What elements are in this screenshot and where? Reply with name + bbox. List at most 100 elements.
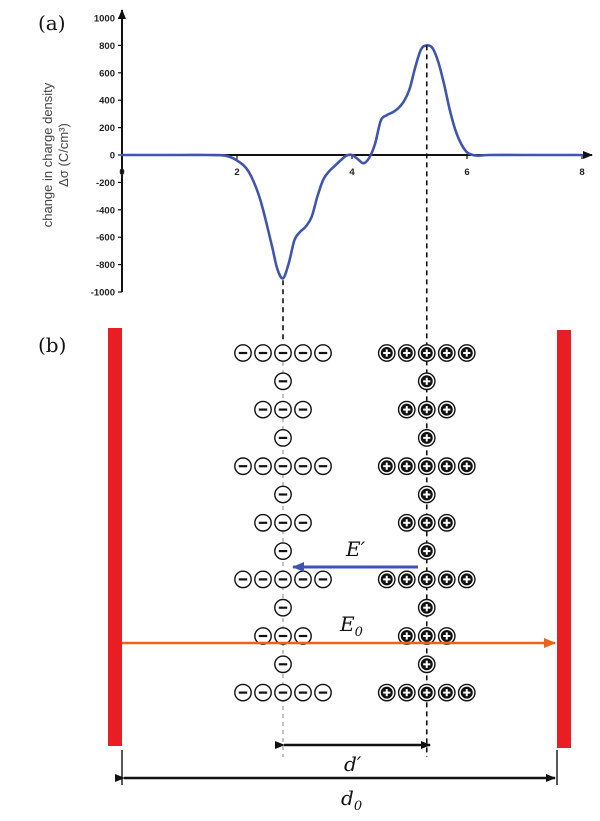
negative-charge xyxy=(254,513,272,532)
y-axis-label-line1: change in charge density xyxy=(40,82,55,227)
positive-charge xyxy=(457,344,476,362)
negative-charge xyxy=(314,457,332,476)
negative-charge xyxy=(314,570,332,589)
y-tick-label: 800 xyxy=(99,41,115,52)
y-tick-label: 200 xyxy=(99,123,115,134)
negative-charge xyxy=(274,542,292,560)
negative-charge xyxy=(294,513,312,532)
negative-charge xyxy=(274,570,292,589)
d-zero-label: d0 xyxy=(341,786,362,814)
positive-charge xyxy=(397,683,416,702)
panel-label-b: (b) xyxy=(38,333,66,357)
positive-charge xyxy=(437,344,456,362)
positive-charge xyxy=(437,570,456,589)
negative-charge xyxy=(294,627,312,645)
right-plate xyxy=(557,330,571,748)
x-tick-label: 0 xyxy=(119,167,124,178)
capacitor-diagram: E′ E0 d′ d0 xyxy=(108,328,571,814)
positive-charge xyxy=(437,400,456,419)
positive-charge xyxy=(457,570,476,589)
negative-charge xyxy=(254,457,272,476)
y-axis-label-line2: Δσ (C/cm³) xyxy=(56,123,71,187)
positive-charges xyxy=(377,344,476,702)
positive-charge xyxy=(437,513,456,532)
positive-charge xyxy=(417,485,436,504)
positive-charge xyxy=(417,683,436,702)
y-ticks: -1000 -800 -600 -400 -200 0 200 400 600 800 1000 xyxy=(91,14,122,299)
panel-label-a: (a) xyxy=(38,11,66,35)
negative-charge xyxy=(274,627,292,645)
positive-charge xyxy=(437,683,456,702)
positive-charge xyxy=(397,344,416,362)
negative-charge xyxy=(254,400,272,419)
negative-charge xyxy=(294,457,312,476)
positive-charge xyxy=(417,598,436,617)
positive-charge xyxy=(397,627,416,645)
negative-charge xyxy=(274,344,292,362)
y-tick-label: -200 xyxy=(96,178,115,189)
negative-charge xyxy=(234,457,252,476)
positive-charge xyxy=(417,513,436,532)
negative-charge xyxy=(274,683,292,702)
negative-charge xyxy=(274,598,292,617)
x-ticks: 0 2 4 6 8 xyxy=(119,155,585,178)
charge-density-chart: change in charge density Δσ (C/cm³) -100… xyxy=(40,9,593,299)
positive-charge xyxy=(417,344,436,362)
data-line xyxy=(120,44,584,280)
negative-charge xyxy=(314,683,332,702)
negative-charges xyxy=(234,344,332,702)
d-prime-label: d′ xyxy=(344,752,362,776)
y-tick-label: -800 xyxy=(96,260,115,271)
negative-charge xyxy=(234,344,252,362)
left-plate xyxy=(108,328,122,746)
positive-charge xyxy=(417,542,436,560)
e-zero-label: E0 xyxy=(339,612,363,640)
negative-charge xyxy=(234,683,252,702)
negative-charge xyxy=(274,428,292,447)
positive-charge xyxy=(397,457,416,476)
negative-charge xyxy=(254,627,272,645)
positive-charge xyxy=(377,570,396,589)
x-tick-label: 8 xyxy=(579,167,584,178)
x-tick-label: 2 xyxy=(234,167,239,178)
y-tick-label: -1000 xyxy=(91,288,115,299)
negative-charge xyxy=(314,344,332,362)
negative-charge xyxy=(254,570,272,589)
y-tick-label: -400 xyxy=(96,205,115,216)
positive-charge xyxy=(377,457,396,476)
negative-charge xyxy=(294,344,312,362)
negative-charge xyxy=(254,344,272,362)
positive-charge xyxy=(417,655,436,674)
positive-charge xyxy=(417,428,436,447)
positive-charge xyxy=(377,344,396,362)
negative-charge xyxy=(274,485,292,504)
x-tick-label: 4 xyxy=(349,167,355,178)
positive-charge xyxy=(417,372,436,391)
y-tick-label: -600 xyxy=(96,233,115,244)
e-prime-label: E′ xyxy=(345,537,366,561)
positive-charge xyxy=(437,457,456,476)
positive-charge xyxy=(377,683,396,702)
y-tick-label: 600 xyxy=(99,68,115,79)
negative-charge xyxy=(234,570,252,589)
positive-charge xyxy=(417,457,436,476)
y-tick-label: 400 xyxy=(99,96,115,107)
negative-charge xyxy=(274,655,292,674)
negative-charge xyxy=(294,570,312,589)
positive-charge xyxy=(397,513,416,532)
x-tick-label: 6 xyxy=(464,167,469,178)
negative-charge xyxy=(274,457,292,476)
positive-charge xyxy=(417,570,436,589)
positive-charge xyxy=(417,400,436,419)
positive-charge xyxy=(397,400,416,419)
y-tick-label: 0 xyxy=(110,151,115,162)
positive-charge xyxy=(457,457,476,476)
positive-charge xyxy=(397,570,416,589)
negative-charge xyxy=(274,372,292,391)
negative-charge xyxy=(294,683,312,702)
negative-charge xyxy=(254,683,272,702)
positive-charge xyxy=(457,683,476,702)
negative-charge xyxy=(294,400,312,419)
y-tick-label: 1000 xyxy=(94,14,115,25)
